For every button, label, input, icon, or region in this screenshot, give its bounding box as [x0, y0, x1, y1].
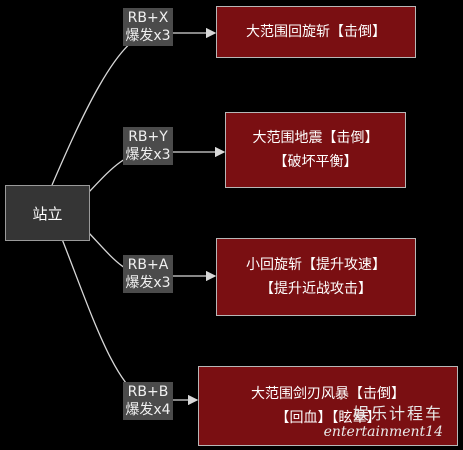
- edge-label-rbx: RB+X 爆发x3: [123, 8, 173, 46]
- watermark: 娱乐计程车 entertainment14: [324, 400, 443, 440]
- edge-label-burst: 爆发x3: [125, 28, 171, 44]
- node-rbx-result: 大范围回旋斩【击倒】: [216, 6, 416, 58]
- edge-label-input: RB+Y: [128, 129, 168, 145]
- watermark-line2: entertainment14: [323, 424, 443, 440]
- node-line: 【回血】【眩晕】: [275, 410, 381, 426]
- edge-label-burst: 爆发x3: [125, 275, 171, 291]
- node-line: 大范围回旋斩【击倒】: [246, 24, 386, 40]
- edge-label-input: RB+B: [127, 384, 169, 400]
- node-rby-result: 大范围地震【击倒】 【破坏平衡】: [225, 112, 406, 188]
- node-line: 大范围剑刃风暴【击倒】: [251, 386, 405, 402]
- edge-label-rba: RB+A 爆发x3: [123, 255, 173, 293]
- node-line: 【提升近战攻击】: [260, 281, 372, 297]
- edge-label-burst: 爆发x3: [125, 147, 171, 163]
- node-rbb-result: 大范围剑刃风暴【击倒】 【回血】【眩晕】: [198, 366, 458, 446]
- edge-label-input: RB+X: [127, 10, 169, 26]
- edge-label-rbb: RB+B 爆发x4: [123, 382, 173, 420]
- watermark-line1: 娱乐计程车: [352, 404, 443, 423]
- node-line: 【破坏平衡】: [273, 154, 358, 170]
- edge-label-burst: 爆发x4: [125, 402, 171, 418]
- node-line: 小回旋斩【提升攻速】: [246, 257, 386, 273]
- node-line: 大范围地震【击倒】: [252, 130, 379, 146]
- node-rba-result: 小回旋斩【提升攻速】 【提升近战攻击】: [216, 238, 416, 316]
- root-label: 站立: [32, 204, 63, 223]
- root-node-standing: 站立: [5, 185, 90, 241]
- edge-label-input: RB+A: [127, 257, 169, 273]
- edge-label-rby: RB+Y 爆发x3: [123, 127, 173, 165]
